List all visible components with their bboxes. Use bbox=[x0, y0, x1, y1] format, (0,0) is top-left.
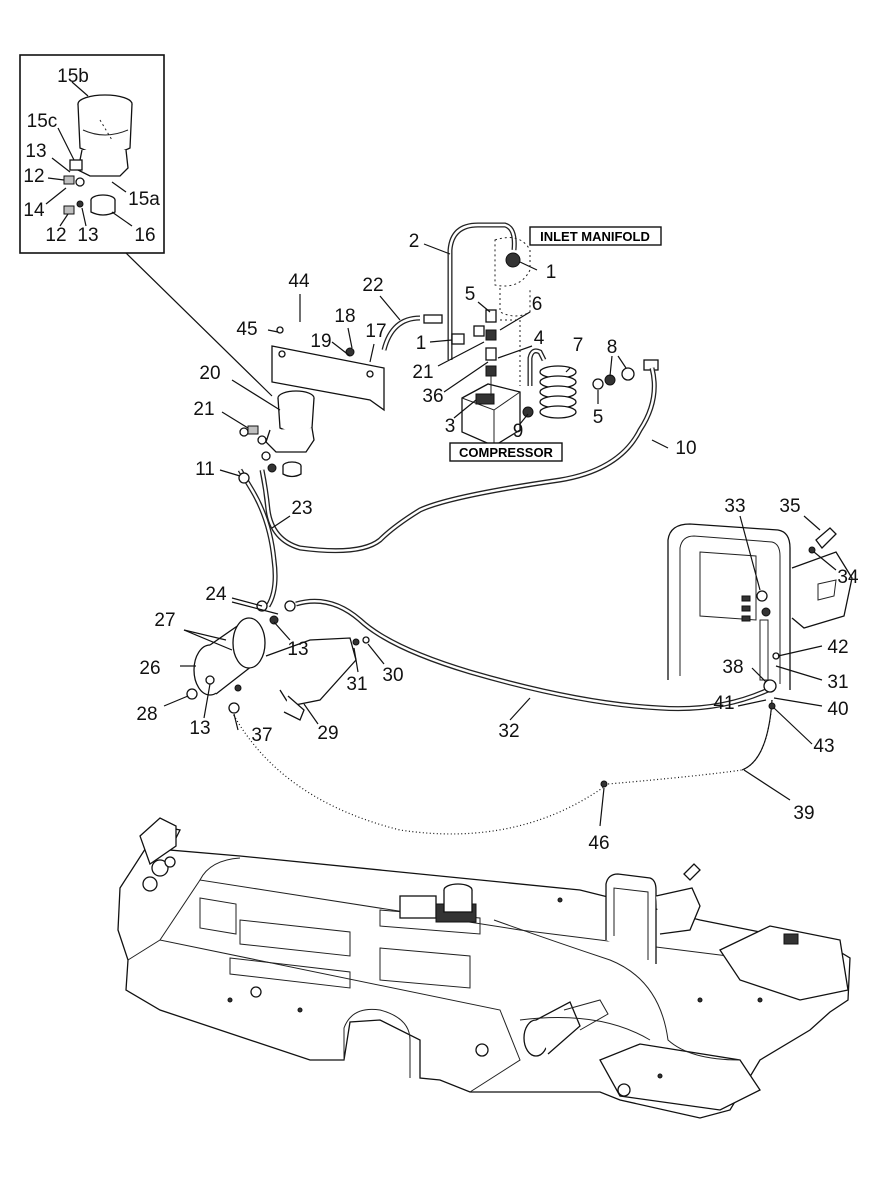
inlet-manifold-label: INLET MANIFOLD bbox=[540, 229, 650, 244]
part-label-20: 20 bbox=[199, 363, 220, 384]
part-label-13: 13 bbox=[77, 225, 98, 246]
air-dryer-detail-inset bbox=[19, 54, 165, 254]
part-label-28: 28 bbox=[136, 704, 157, 725]
part-label-35: 35 bbox=[779, 496, 800, 517]
part-label-6: 6 bbox=[532, 294, 543, 315]
inset-leader-line bbox=[125, 252, 273, 397]
part-label-46: 46 bbox=[588, 833, 609, 854]
part-label-18: 18 bbox=[334, 306, 355, 327]
part-label-43: 43 bbox=[813, 736, 834, 757]
part-label-4: 4 bbox=[534, 328, 545, 349]
part-label-3: 3 bbox=[445, 416, 456, 437]
part-label-8: 8 bbox=[607, 337, 618, 358]
part-label-24: 24 bbox=[205, 584, 227, 605]
part-label-13: 13 bbox=[189, 718, 210, 739]
part-label-33: 33 bbox=[724, 496, 745, 517]
compressor-label: COMPRESSOR bbox=[459, 445, 554, 460]
part-label-9: 9 bbox=[513, 421, 524, 442]
part-label-10: 10 bbox=[675, 438, 696, 459]
part-label-14: 14 bbox=[23, 200, 45, 221]
part-label-45: 45 bbox=[236, 319, 257, 340]
part-label-37: 37 bbox=[251, 725, 272, 746]
inlet-manifold-assembly bbox=[447, 222, 538, 360]
air-lines bbox=[219, 367, 791, 835]
air-dryer-main bbox=[221, 294, 421, 478]
part-label-19: 19 bbox=[310, 331, 331, 352]
part-label-38: 38 bbox=[722, 657, 743, 678]
guard-frame bbox=[667, 515, 853, 745]
part-label-30: 30 bbox=[382, 665, 403, 686]
part-label-26: 26 bbox=[139, 658, 160, 679]
part-label-32: 32 bbox=[498, 721, 519, 742]
compressor-callout: COMPRESSOR bbox=[449, 442, 563, 462]
part-label-42: 42 bbox=[827, 637, 848, 658]
part-label-12: 12 bbox=[45, 225, 66, 246]
part-label-15b: 15b bbox=[57, 66, 89, 87]
part-label-13: 13 bbox=[287, 639, 308, 660]
part-label-36: 36 bbox=[422, 386, 443, 407]
part-label-21: 21 bbox=[412, 362, 433, 383]
part-label-17: 17 bbox=[365, 321, 386, 342]
part-number-labels: 15b 15c 13 12 14 15a 12 13 16 2 1 44 22 … bbox=[23, 66, 859, 854]
inlet-manifold-callout: INLET MANIFOLD bbox=[529, 226, 662, 246]
part-label-16: 16 bbox=[134, 225, 155, 246]
part-label-1: 1 bbox=[546, 262, 557, 283]
part-label-12: 12 bbox=[23, 166, 44, 187]
part-label-15a: 15a bbox=[128, 189, 160, 210]
part-label-13: 13 bbox=[25, 141, 46, 162]
part-label-34: 34 bbox=[837, 567, 859, 588]
part-label-41: 41 bbox=[713, 693, 734, 714]
part-label-7: 7 bbox=[573, 335, 584, 356]
part-label-29: 29 bbox=[317, 723, 338, 744]
part-label-39: 39 bbox=[793, 803, 814, 824]
part-label-40: 40 bbox=[827, 699, 848, 720]
compressor-assembly bbox=[423, 243, 659, 447]
part-label-44: 44 bbox=[288, 271, 310, 292]
part-label-27: 27 bbox=[154, 610, 175, 631]
part-label-31: 31 bbox=[827, 672, 848, 693]
part-label-5: 5 bbox=[465, 284, 476, 305]
part-label-2: 2 bbox=[409, 231, 420, 252]
part-label-1: 1 bbox=[416, 333, 427, 354]
part-label-23: 23 bbox=[291, 498, 312, 519]
part-label-22: 22 bbox=[362, 275, 383, 296]
part-label-11: 11 bbox=[195, 459, 215, 480]
part-label-21: 21 bbox=[193, 399, 214, 420]
part-label-31: 31 bbox=[346, 674, 367, 695]
part-label-5: 5 bbox=[593, 407, 604, 428]
machine-chassis bbox=[117, 817, 851, 1119]
air-tank bbox=[163, 617, 385, 725]
part-label-15c: 15c bbox=[27, 111, 58, 132]
